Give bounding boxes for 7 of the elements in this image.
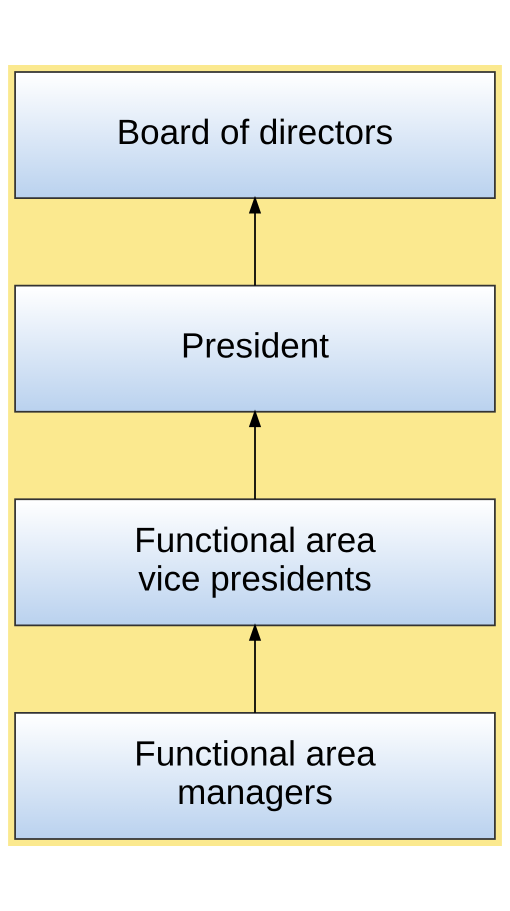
arrow bbox=[248, 410, 262, 500]
arrow bbox=[248, 623, 262, 713]
node-box: Board of directors bbox=[14, 71, 496, 199]
node-box: Functional area vice presidents bbox=[14, 498, 496, 626]
arrow bbox=[248, 196, 262, 286]
node-box: Functional area managers bbox=[14, 712, 496, 840]
node-box: President bbox=[14, 284, 496, 413]
